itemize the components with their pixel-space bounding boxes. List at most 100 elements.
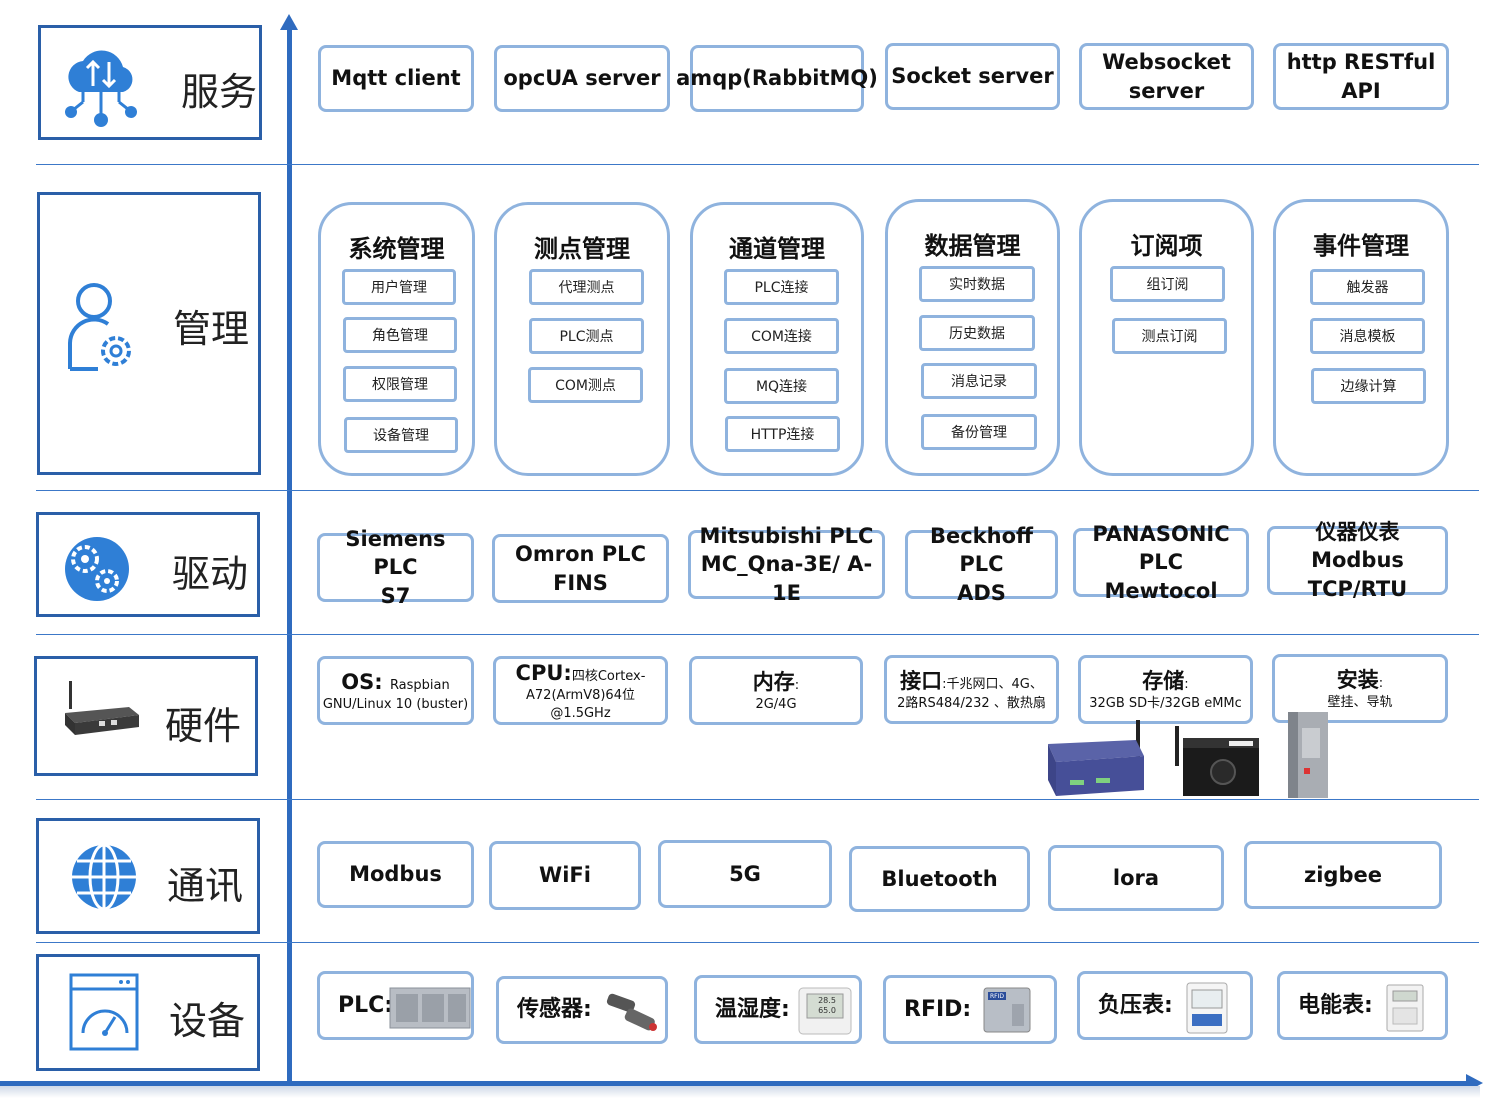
sub-item[interactable]: 边缘计算 [1311, 368, 1426, 404]
energy-meter-image [1386, 984, 1424, 1032]
layer-label: 硬件 [165, 704, 242, 748]
device-sensor: 传感器: [496, 976, 668, 1044]
rfid-screen: RFID [990, 993, 1005, 1000]
sub-item[interactable]: MQ连接 [724, 368, 839, 404]
layer-label: 驱动 [172, 552, 249, 596]
sub-item[interactable]: PLC测点 [529, 318, 644, 354]
hardware-os: OS: Raspbian GNU/Linux 10 (buster) [317, 656, 474, 725]
hardware-interfaces: 接口:千兆网口、4G、 2路RS484/232 、散热扇 [884, 655, 1059, 724]
sub-item[interactable]: COM测点 [528, 367, 643, 403]
panel-title: 测点管理 [534, 235, 630, 263]
din-rail-gateway-image [1288, 712, 1328, 798]
comm-bluetooth[interactable]: Bluetooth [849, 846, 1030, 912]
device-rfid: RFID: RFID [883, 975, 1057, 1044]
hardware-memory: 内存: 2G/4G [689, 656, 863, 725]
comm-wifi[interactable]: WiFi [489, 841, 641, 910]
comm-modbus[interactable]: Modbus [317, 841, 474, 908]
device-energy-meter: 电能表: [1277, 971, 1448, 1040]
gateway-enclosure-image [1175, 726, 1259, 796]
sub-item[interactable]: 消息模板 [1310, 318, 1425, 354]
service-socket-server[interactable]: Socket server [885, 43, 1060, 110]
plc-image [389, 987, 471, 1029]
comm-zigbee[interactable]: zigbee [1244, 841, 1442, 909]
sensor-image [606, 993, 657, 1031]
bottom-shadow [0, 1086, 1480, 1098]
panel-point-management: 测点管理 代理测点 PLC测点 COM测点 [494, 202, 670, 476]
layer-label: 通讯 [167, 864, 244, 908]
layer-hardware: 硬件 [34, 656, 258, 776]
device-pressure-gauge: 负压表: [1077, 971, 1253, 1040]
rfid-reader-image [983, 987, 1031, 1033]
vertical-axis-arrow [280, 14, 298, 30]
hardware-installation: 安装: 壁挂、导轨 [1272, 654, 1448, 723]
service-amqp[interactable]: amqp(RabbitMQ) [676, 45, 878, 112]
sub-item[interactable]: 实时数据 [919, 266, 1035, 302]
sub-item[interactable]: 历史数据 [919, 315, 1035, 351]
separator-line [36, 634, 1479, 635]
layer-service: 服务 [38, 25, 262, 140]
panel-system-management: 系统管理 用户管理 角色管理 权限管理 设备管理 [318, 202, 475, 476]
sub-item[interactable]: 角色管理 [343, 317, 457, 353]
user-settings-icon [68, 283, 131, 371]
dashboard-window-icon [69, 973, 139, 1051]
gateway-box-image [1048, 720, 1144, 796]
sub-item[interactable]: 代理测点 [529, 269, 644, 305]
service-opcua-server[interactable]: opcUA server [494, 45, 670, 112]
cloud-transfer-icon [65, 50, 137, 127]
sub-item[interactable]: PLC连接 [724, 269, 839, 305]
sub-item[interactable]: 组订阅 [1110, 266, 1225, 302]
sub-item[interactable]: 消息记录 [921, 363, 1037, 399]
panel-data-management: 数据管理 实时数据 历史数据 消息记录 备份管理 [885, 199, 1060, 476]
separator-line [36, 164, 1479, 165]
vertical-axis [287, 26, 292, 1084]
hardware-storage: 存储: 32GB SD卡/32GB eMMc [1078, 655, 1253, 724]
separator-line [36, 942, 1479, 943]
gears-icon [65, 537, 129, 601]
service-http-restful-api[interactable]: http RESTful API [1273, 43, 1449, 110]
device-plc: PLC: [317, 971, 474, 1040]
service-websocket-server[interactable]: Websocket server [1079, 43, 1254, 110]
panel-title: 数据管理 [924, 232, 1021, 260]
layer-label: 管理 [173, 307, 250, 351]
comm-lora[interactable]: lora [1048, 845, 1224, 911]
layer-driver: 驱动 [36, 512, 260, 617]
panel-title: 系统管理 [348, 235, 445, 263]
layer-label: 设备 [169, 999, 246, 1043]
sub-item[interactable]: 用户管理 [342, 269, 456, 305]
panel-title: 订阅项 [1130, 232, 1203, 260]
hardware-cpu: CPU:四核Cortex- A72(ArmV8)64位@1.5GHz [493, 656, 668, 725]
sub-item[interactable]: 权限管理 [343, 366, 457, 402]
sub-item[interactable]: 测点订阅 [1112, 318, 1227, 354]
globe-icon [72, 843, 136, 911]
panel-channel-management: 通道管理 PLC连接 COM连接 MQ连接 HTTP连接 [690, 202, 864, 476]
sub-item[interactable]: 设备管理 [344, 417, 458, 453]
layer-device: 设备 [36, 954, 260, 1071]
panel-event-management: 事件管理 触发器 消息模板 边缘计算 [1273, 199, 1449, 476]
panel-title: 通道管理 [729, 235, 825, 263]
pressure-meter-image [1186, 982, 1228, 1034]
separator-line [36, 799, 1479, 800]
gateway-device-icon [65, 681, 139, 735]
sub-item[interactable]: 备份管理 [921, 414, 1037, 450]
thermo-hygrometer-image [798, 987, 852, 1035]
layer-communication: 通讯 [36, 818, 260, 934]
sub-item[interactable]: COM连接 [724, 318, 839, 354]
layer-management: 管理 [37, 192, 261, 475]
layer-label: 服务 [181, 70, 258, 114]
separator-line [36, 490, 1479, 491]
service-mqtt-client[interactable]: Mqtt client [318, 45, 474, 112]
panel-title: 事件管理 [1313, 232, 1409, 260]
panel-subscriptions: 订阅项 组订阅 测点订阅 [1079, 199, 1254, 476]
comm-5g[interactable]: 5G [658, 840, 832, 908]
sub-item[interactable]: 触发器 [1310, 269, 1425, 305]
sub-item[interactable]: HTTP连接 [725, 416, 840, 452]
horizontal-axis [0, 1081, 1470, 1086]
